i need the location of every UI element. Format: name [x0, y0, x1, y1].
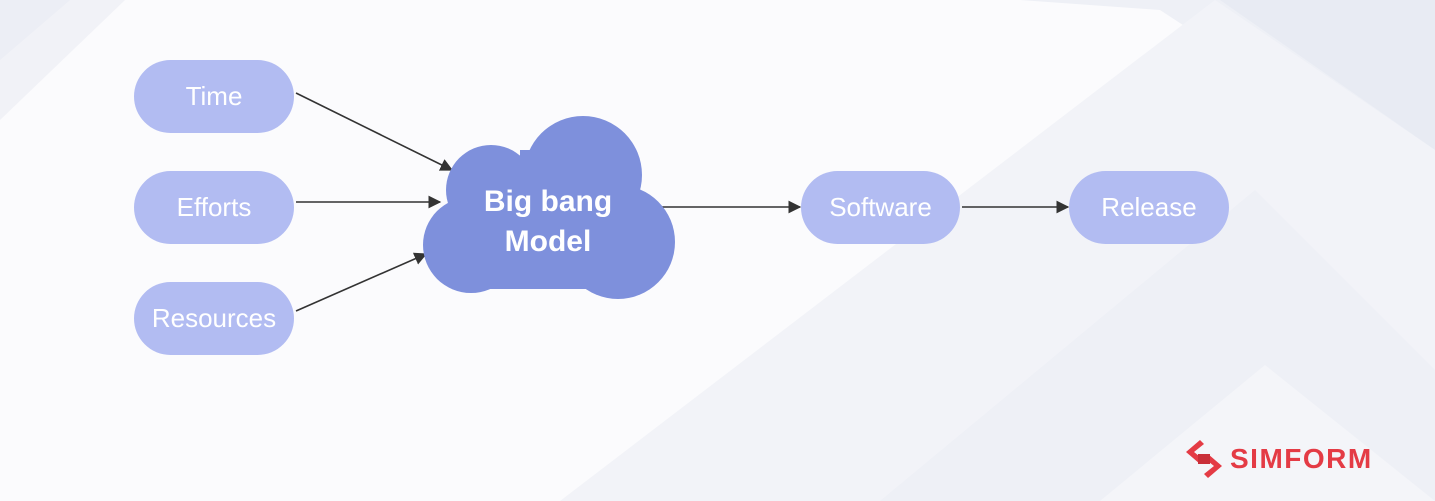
input-node-time-label: Time — [185, 81, 243, 111]
arrow-time-to-model — [295, 92, 454, 171]
brand-logo: SIMFORM — [1186, 440, 1373, 478]
output-node-release-label: Release — [1101, 192, 1197, 222]
input-node-time: Time — [134, 60, 294, 133]
input-node-efforts-label: Efforts — [176, 192, 252, 222]
simform-logo-icon — [1186, 440, 1222, 478]
arrow-resources-to-model — [295, 252, 428, 312]
output-node-software-label: Software — [829, 192, 932, 222]
model-label-line1: Big bang — [483, 185, 613, 218]
input-node-resources: Resources — [134, 282, 294, 355]
brand-name: SIMFORM — [1230, 443, 1373, 474]
model-label-line2: Model — [504, 225, 592, 258]
model-label: Big bang Model — [440, 182, 656, 262]
output-node-release: Release — [1069, 171, 1229, 244]
input-node-efforts: Efforts — [134, 171, 294, 244]
output-node-software: Software — [801, 171, 960, 244]
input-node-resources-label: Resources — [151, 303, 277, 333]
